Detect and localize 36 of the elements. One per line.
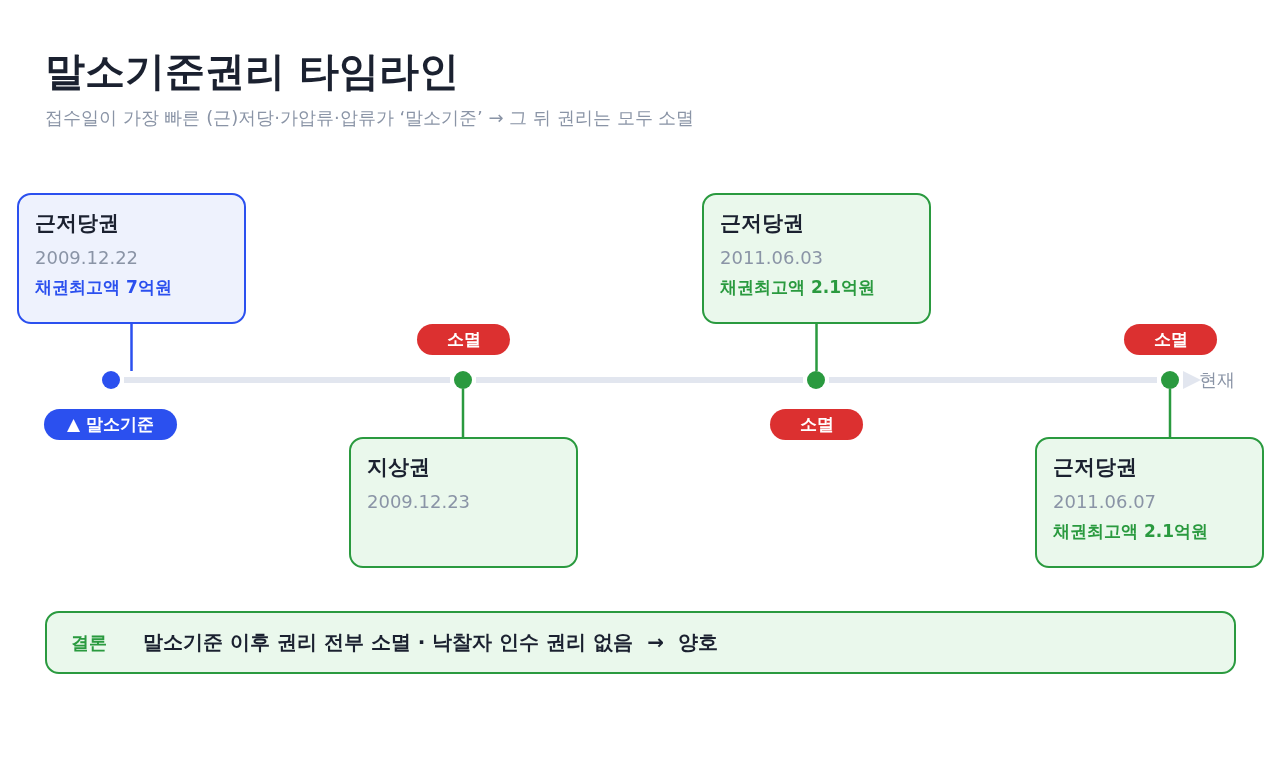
title: 말소기준권리 타임라인 — [45, 47, 459, 96]
right-card — [349, 437, 578, 568]
conclusion-panel — [45, 611, 1236, 674]
timeline-dot — [102, 371, 120, 389]
timeline-segment — [829, 377, 1157, 383]
right-card — [17, 193, 246, 324]
right-name: 근저당권 — [35, 210, 119, 237]
right-name: 근저당권 — [720, 210, 804, 237]
timeline-segment — [1183, 371, 1201, 389]
connector-line — [461, 389, 465, 437]
status-badge: ▲ 말소기준 — [44, 409, 177, 440]
status-badge: 소멸 — [770, 409, 863, 440]
right-card — [702, 193, 931, 324]
right-name: 근저당권 — [1053, 454, 1137, 481]
right-name: 지상권 — [367, 454, 430, 481]
timeline-dot — [454, 371, 472, 389]
timeline-end-label: 현재 — [1199, 368, 1235, 392]
date-text: 2009.12.23 — [367, 491, 471, 512]
timeline-dot — [807, 371, 825, 389]
subtitle: 접수일이 가장 빠른 (근)저당·가압류·압류가 ‘말소기준’ → 그 뒤 권리는 모두 소멸 — [45, 106, 695, 130]
status-badge: 소멸 — [417, 324, 510, 355]
conclusion-text: 말소기준 이후 권리 전부 소멸 · 낙찰자 인수 권리 없음 → 양호 — [143, 629, 718, 656]
date-text: 2009.12.22 — [35, 247, 139, 268]
timeline-segment — [476, 377, 803, 383]
timeline-dot — [1161, 371, 1179, 389]
amount-text: 채권최고액 2.1억원 — [720, 276, 876, 299]
date-text: 2011.06.07 — [1053, 491, 1157, 512]
status-badge: 소멸 — [1124, 324, 1217, 355]
date-text: 2011.06.03 — [720, 247, 824, 268]
right-card — [1035, 437, 1264, 568]
amount-text: 채권최고액 2.1억원 — [1053, 520, 1209, 543]
connector-line — [1168, 389, 1172, 437]
connector-line — [130, 324, 133, 371]
connector-line — [815, 324, 818, 371]
conclusion-heading: 결론 — [71, 630, 107, 655]
amount-text: 채권최고액 7억원 — [35, 276, 172, 299]
